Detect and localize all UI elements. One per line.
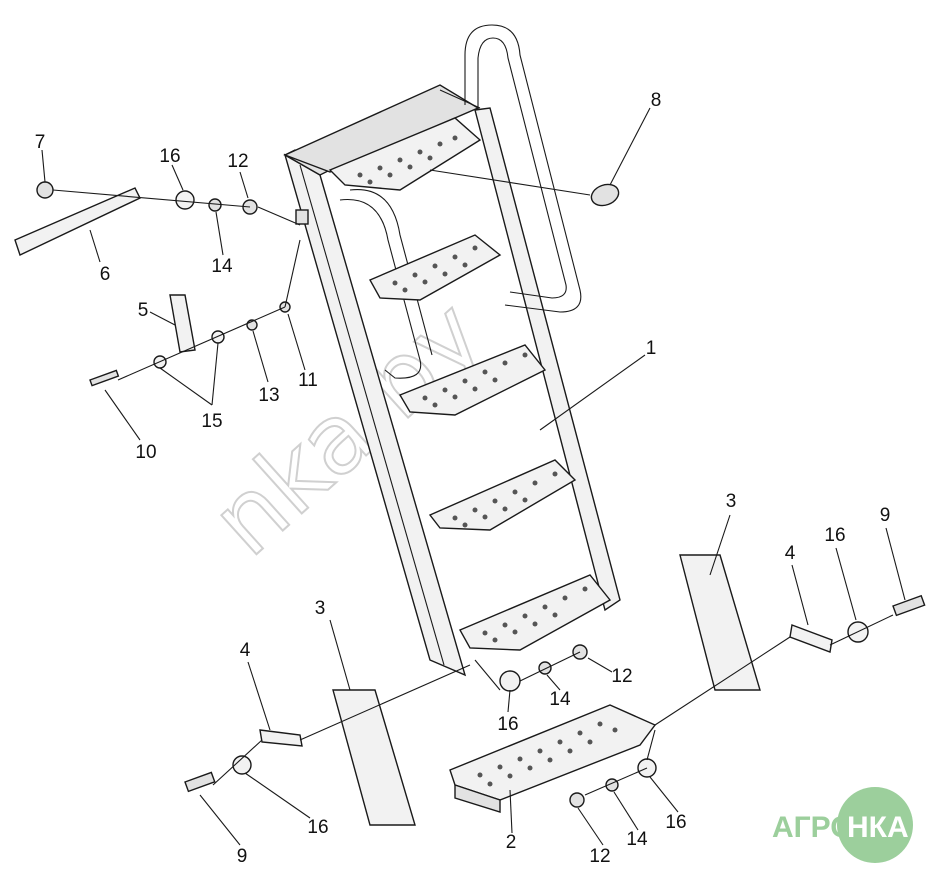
callout-label: 16 (497, 714, 518, 735)
callout-label: 12 (227, 151, 248, 172)
bottom-step (449, 704, 657, 813)
logo-text-right: НКА (847, 811, 909, 844)
callout-label: 15 (201, 411, 222, 432)
bolt-icon (892, 594, 926, 617)
callout-label: 12 (611, 666, 632, 687)
washer-icon (211, 330, 225, 344)
step-1 (328, 117, 482, 191)
callout-label: 9 (237, 846, 248, 867)
mounting-strip (14, 187, 141, 256)
bolt-head-icon (36, 181, 54, 199)
leader-lines (41, 107, 906, 846)
left-strip (259, 729, 303, 747)
washer-icon (232, 755, 252, 775)
ladder-steps (328, 117, 612, 651)
callout-label: 3 (726, 491, 737, 512)
callout-label: 14 (549, 689, 571, 710)
callout-label: 8 (651, 90, 662, 111)
assembly-lines (52, 169, 894, 796)
bolt-icon (89, 369, 120, 387)
washer-icon (175, 190, 195, 210)
bottom-step-plate (449, 704, 657, 801)
step-4 (428, 459, 577, 531)
ladder-frame (283, 84, 621, 677)
callout-label: 3 (315, 598, 326, 619)
agronka-logo: АГРО НКА (772, 787, 913, 863)
sleeve-icon (590, 183, 620, 207)
callout-label: 16 (665, 812, 686, 833)
callout-label: 14 (211, 256, 233, 277)
small-plate (169, 294, 196, 353)
fasteners (36, 181, 926, 808)
callout-label: 16 (307, 817, 328, 838)
callout-label: 5 (138, 300, 149, 321)
right-strip (789, 624, 833, 653)
left-side-plate (332, 689, 416, 826)
callout-label: 12 (589, 846, 610, 867)
callout-label: 9 (880, 505, 891, 526)
callout-label: 11 (298, 370, 318, 391)
right-stringer (474, 107, 621, 612)
step-3 (398, 344, 547, 416)
callout-label: 14 (626, 829, 648, 850)
callout-label: 1 (646, 338, 657, 359)
callout-label: 4 (785, 543, 796, 564)
callout-label: 7 (35, 132, 46, 153)
callout-label: 16 (824, 525, 845, 546)
logo-circle (837, 787, 913, 863)
mounting-bracket (295, 209, 309, 225)
callout-label: 13 (258, 385, 279, 406)
spring-washer-icon (208, 198, 222, 212)
callout-label: 2 (506, 832, 517, 853)
right-side-plate (679, 554, 761, 691)
callout-labels: 1 2 3 3 4 4 5 6 7 8 9 9 10 11 12 12 12 1… (35, 90, 891, 867)
step-5 (459, 574, 612, 651)
handrail (339, 24, 582, 379)
callout-label: 6 (100, 264, 111, 285)
nut-icon (569, 792, 585, 808)
washer-icon (499, 670, 521, 692)
callout-label: 4 (240, 640, 251, 661)
logo-text-left: АГРО (772, 811, 854, 844)
spring-washer-icon (538, 661, 552, 675)
callout-label: 10 (135, 442, 156, 463)
bolt-icon (184, 771, 216, 793)
callout-label: 16 (159, 146, 180, 167)
